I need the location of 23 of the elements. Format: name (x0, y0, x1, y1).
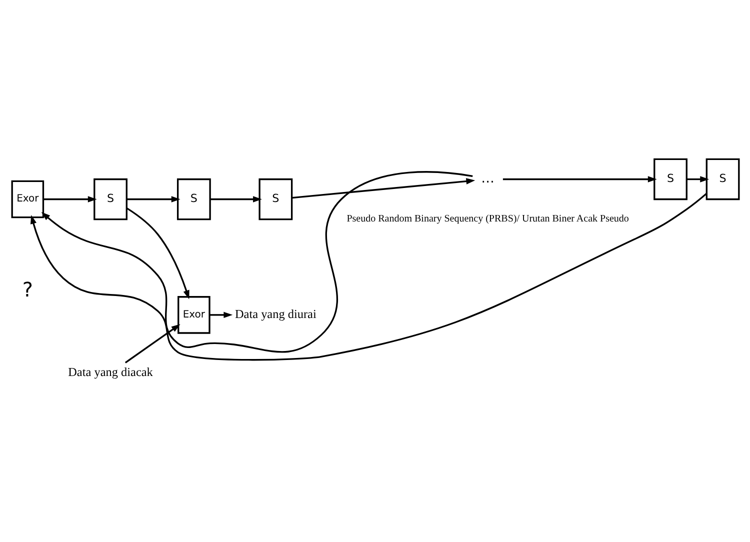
label: Pseudo Random Binary Sequency (PRBS)/ Urutan Biner Acak Pseudo (346, 214, 628, 225)
arrow (502, 176, 656, 182)
node-box: S (93, 178, 127, 220)
arrow (124, 324, 180, 364)
node-box: Exor (10, 180, 44, 218)
arrow (126, 196, 180, 202)
arrow (686, 176, 709, 182)
node-box: S (705, 158, 740, 200)
arrow (210, 196, 262, 202)
arrow (291, 178, 475, 199)
node-box: Exor (177, 296, 210, 334)
label: ? (22, 277, 32, 302)
node-box: S (258, 178, 292, 220)
node-box: S (176, 178, 210, 220)
arrow (209, 312, 232, 318)
node-text: … (480, 172, 494, 187)
arrow (42, 196, 96, 202)
arrow (30, 192, 707, 361)
node-box: S (653, 158, 687, 200)
node-text: Data yang diurai (234, 307, 316, 322)
node-text: Data yang diacak (68, 364, 152, 379)
arrow (126, 207, 189, 300)
arrow (40, 171, 472, 353)
